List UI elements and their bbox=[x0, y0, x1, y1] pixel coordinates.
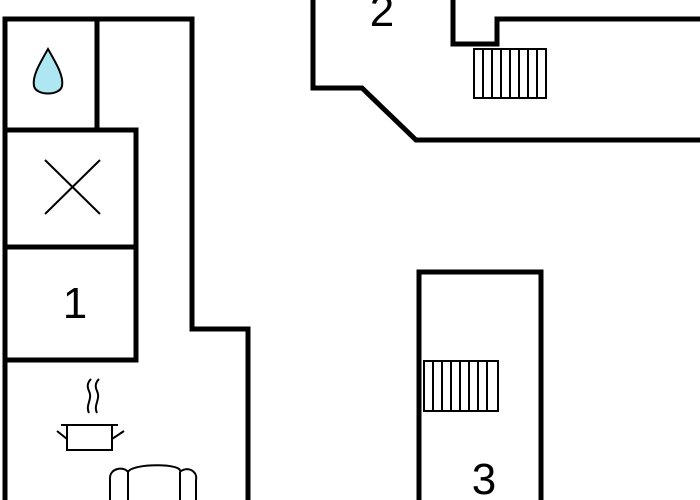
left-building bbox=[2, 16, 251, 500]
left-building-outline bbox=[2, 16, 251, 500]
stairs-icon bbox=[473, 48, 547, 99]
room-label-2: 2 bbox=[370, 0, 394, 36]
upper-building bbox=[310, 0, 700, 143]
sofa-icon bbox=[109, 464, 198, 500]
room-label-3: 3 bbox=[472, 455, 496, 500]
cross-icon bbox=[44, 159, 101, 215]
room-label-1: 1 bbox=[63, 279, 87, 328]
stairs-icon bbox=[423, 360, 499, 412]
upper-inner-wall bbox=[450, 0, 700, 47]
cooking-pot-icon bbox=[56, 378, 125, 451]
upper-building-outline bbox=[310, 0, 700, 143]
water-drop-icon bbox=[32, 46, 64, 95]
room-3-outline bbox=[416, 269, 544, 500]
